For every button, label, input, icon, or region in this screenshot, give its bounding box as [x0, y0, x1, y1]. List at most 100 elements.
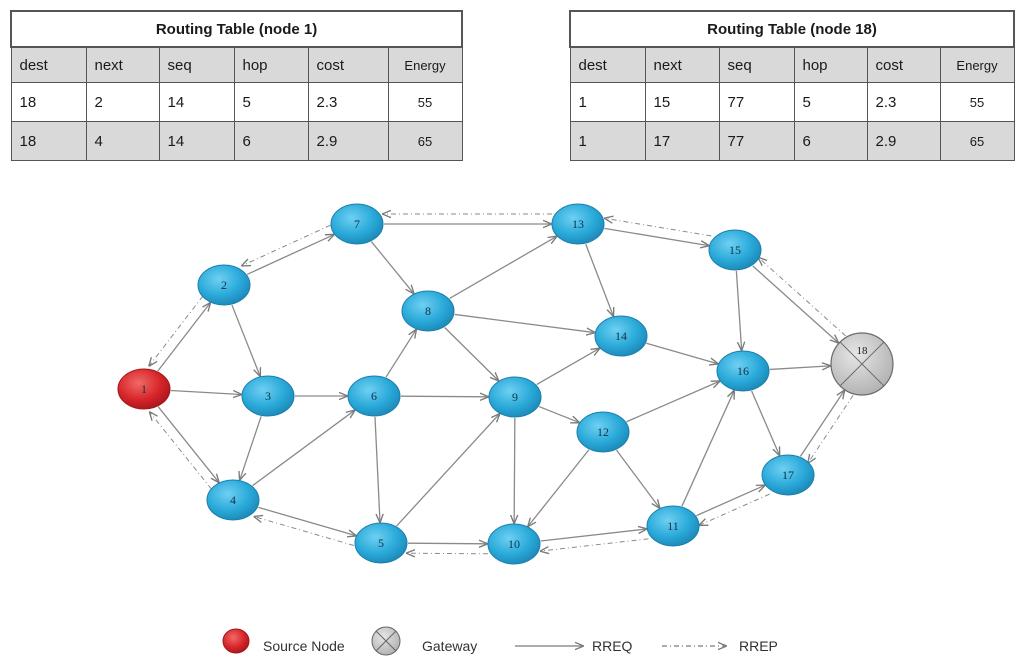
legend-rrep-label: RREP [739, 638, 778, 654]
node-7: 7 [330, 203, 384, 245]
column-header-cost: cost [866, 46, 941, 83]
rreq-link-1-4 [157, 406, 218, 482]
node-label: 4 [230, 493, 236, 507]
cell-next: 2 [85, 82, 160, 122]
cell-dest: 18 [10, 82, 87, 122]
node-label: 7 [354, 217, 360, 231]
column-header-energy: Energy [939, 46, 1015, 83]
table-row: 18 4 14 6 2.9 65 [10, 121, 463, 161]
rreq-link-12-16 [626, 381, 720, 423]
node-label: 13 [572, 217, 584, 231]
rreq-link-5-10 [407, 543, 487, 544]
rreq-link-9-14 [536, 348, 600, 386]
rreq-link-9-10 [514, 417, 515, 523]
rreq-link-6-9 [400, 396, 488, 397]
rreq-link-5-9 [396, 414, 500, 527]
rreq-link-11-16 [681, 391, 734, 507]
node-13: 13 [551, 203, 605, 245]
rreq-link-4-5 [258, 506, 355, 535]
rreq-link-13-15 [604, 227, 708, 245]
rreq-link-9-12 [538, 405, 579, 423]
routing-table-node-18: Routing Table (node 18) dest next seq ho… [568, 10, 1016, 161]
legend: Source Node Gateway RREQ RREP [222, 626, 778, 656]
node-label: 17 [782, 468, 794, 482]
node-12: 12 [576, 411, 630, 453]
column-header-hop: hop [793, 46, 868, 83]
node-label: 5 [378, 536, 384, 550]
rrep-link-10-5 [407, 553, 488, 554]
column-header-hop: hop [233, 46, 309, 83]
rreq-link-15-18 [752, 265, 839, 343]
node-1: 1 [117, 368, 171, 410]
cell-next: 17 [644, 121, 720, 161]
cell-next: 15 [644, 82, 720, 122]
rrep-link-15-13 [605, 218, 712, 237]
node-11: 11 [646, 505, 700, 547]
cell-dest: 1 [569, 121, 646, 161]
source-node-legend-icon [222, 628, 250, 654]
rrep-link-18-17 [808, 395, 854, 462]
rreq-link-16-17 [751, 390, 780, 455]
node-5: 5 [354, 522, 408, 564]
node-label: 15 [729, 243, 741, 257]
node-18: 18 [830, 332, 894, 396]
node-15: 15 [708, 229, 762, 271]
node-2: 2 [197, 264, 251, 306]
node-label: 6 [371, 389, 377, 403]
rrep-link-7-2 [242, 224, 331, 266]
node-label: 12 [597, 425, 609, 439]
node-4: 4 [206, 479, 260, 521]
node-label: 8 [425, 304, 431, 318]
node-label: 14 [615, 329, 627, 343]
rreq-link-1-3 [170, 391, 241, 395]
routing-table-title: Routing Table (node 18) [568, 10, 1016, 48]
routing-table-node-1: Routing Table (node 1) dest next seq hop… [9, 10, 464, 161]
rreq-link-6-5 [374, 416, 380, 522]
rrep-link-2-1 [149, 295, 204, 366]
rrep-link-4-1 [150, 412, 212, 490]
rreq-link-7-8 [370, 241, 413, 294]
cell-dest: 18 [10, 121, 87, 161]
cell-energy: 55 [939, 82, 1015, 122]
rreq-link-6-8 [385, 330, 416, 378]
cell-cost: 2.9 [866, 121, 941, 161]
cell-hop: 5 [233, 82, 309, 122]
cell-cost: 2.3 [866, 82, 941, 122]
rreq-link-8-13 [449, 237, 557, 300]
rreq-link-12-11 [615, 449, 660, 508]
node-9: 9 [488, 376, 542, 418]
rrep-link-5-4 [255, 517, 355, 547]
node-label: 2 [221, 278, 227, 292]
cell-cost: 2.9 [307, 121, 389, 161]
cell-cost: 2.3 [307, 82, 389, 122]
rreq-link-13-14 [585, 243, 614, 316]
rreq-link-8-9 [444, 327, 499, 380]
rreq-link-15-16 [735, 270, 741, 350]
node-10: 10 [487, 523, 541, 565]
rrep-links [149, 214, 854, 554]
table-row: 1 17 77 6 2.9 65 [569, 121, 1015, 161]
node-label: 11 [667, 519, 679, 533]
gateway-legend-icon [371, 626, 401, 656]
node-label: 9 [512, 390, 518, 404]
rreq-link-4-6 [252, 410, 355, 487]
routing-table-title: Routing Table (node 1) [9, 10, 464, 48]
rreq-link-17-18 [799, 391, 844, 457]
cell-energy: 65 [939, 121, 1015, 161]
rreq-link-14-16 [646, 342, 717, 363]
cell-hop: 5 [793, 82, 868, 122]
rreq-link-3-4 [240, 416, 262, 479]
column-header-seq: seq [718, 46, 795, 83]
column-header-cost: cost [307, 46, 389, 83]
rrep-link-11-10 [541, 538, 649, 551]
cell-seq: 77 [718, 82, 795, 122]
cell-hop: 6 [793, 121, 868, 161]
rreq-links [157, 224, 844, 544]
rreq-link-2-7 [246, 235, 334, 275]
rreq-link-10-11 [540, 529, 647, 542]
node-8: 8 [401, 290, 455, 332]
node-14: 14 [594, 315, 648, 357]
cell-seq: 14 [158, 121, 235, 161]
